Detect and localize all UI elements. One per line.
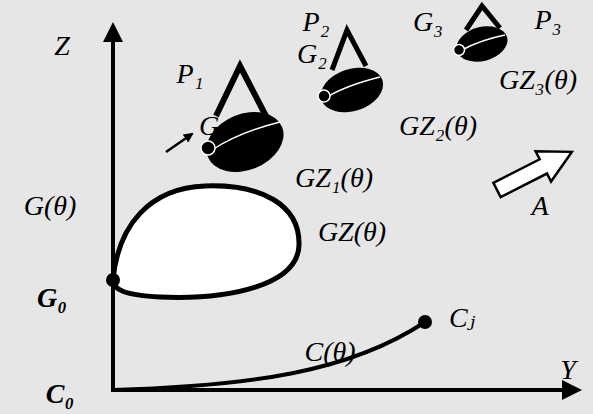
cj-point — [418, 315, 432, 329]
point-label: C₀ — [46, 380, 74, 408]
body-shape — [197, 101, 292, 183]
peak-3 — [466, 6, 500, 30]
point-label: Cⱼ — [449, 304, 475, 332]
direction-arrow — [166, 134, 192, 152]
body-seam — [327, 77, 380, 97]
curve-label: GZ₁(θ) — [295, 164, 373, 192]
gz-loop — [113, 186, 299, 298]
g3-point — [454, 45, 465, 56]
curve-label: G(θ) — [24, 192, 77, 220]
g1-point — [201, 141, 215, 155]
body-seam — [462, 35, 505, 50]
peak-2 — [332, 30, 366, 70]
axis-label: Y — [560, 356, 576, 384]
part-label: P₁ — [177, 60, 204, 88]
z-axis — [111, 26, 115, 392]
g0-point — [106, 273, 120, 287]
body-1 — [197, 66, 292, 183]
point-label: G₁ — [199, 112, 229, 140]
curve-label: GZ₂(θ) — [399, 112, 477, 140]
arrow-label: A — [531, 192, 548, 220]
curve-label: C(θ) — [304, 338, 355, 366]
point-label: G₀ — [37, 284, 67, 312]
g2-point — [318, 90, 330, 102]
point-label: G₃ — [413, 8, 443, 36]
body-3 — [452, 6, 511, 67]
curve-label: GZ₃(θ) — [499, 66, 577, 94]
axis-label: Z — [54, 32, 70, 60]
body-shape — [315, 60, 389, 120]
point-label: G₂ — [297, 40, 327, 68]
c-curve — [113, 322, 425, 390]
body-shape — [452, 21, 511, 67]
part-label: P₃ — [535, 6, 562, 34]
curve-label: GZ(θ) — [318, 218, 386, 246]
part-label: P₂ — [303, 8, 330, 36]
